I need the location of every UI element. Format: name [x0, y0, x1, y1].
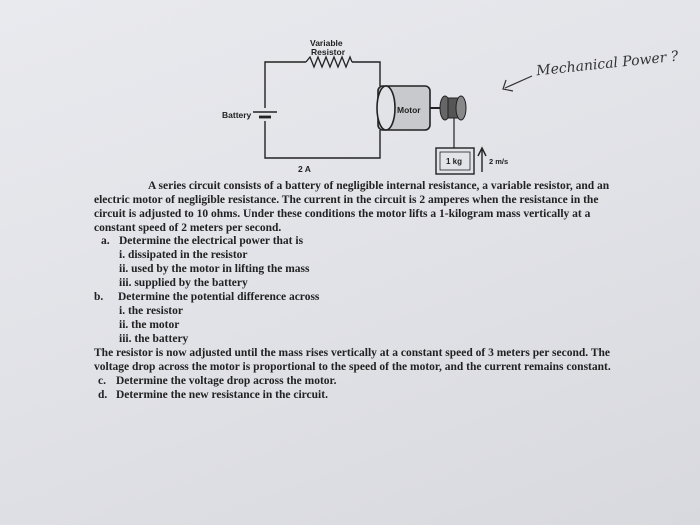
mass-label: 1 kg — [446, 157, 462, 166]
part-a-text: Determine the electrical power that is — [119, 235, 304, 247]
part-a-item-2: ii. used by the motor in lifting the mas… — [119, 263, 310, 275]
battery-label: Battery — [222, 110, 252, 120]
part-a: a. Determine the electrical power that is — [101, 235, 303, 249]
velocity-arrow — [477, 146, 487, 172]
part-b-marker: b. — [94, 291, 104, 303]
part-b-item-1: i. the resistor — [119, 305, 183, 317]
battery-symbol — [253, 111, 277, 119]
part-a-marker: a. — [101, 235, 110, 247]
note-arrow — [502, 75, 533, 92]
motor-symbol — [376, 85, 467, 148]
part-b: b. Determine the potential difference acr… — [94, 291, 319, 305]
part-d-text: Determine the new resistance in the circ… — [116, 389, 328, 401]
part-c-marker: c. — [98, 375, 106, 387]
part-d: d. Determine the new resistance in the ci… — [98, 389, 328, 403]
circuit-wires — [264, 61, 381, 159]
current-label: 2 A — [298, 164, 311, 174]
part-a-item-1: i. dissipated in the resistor — [119, 249, 248, 261]
intro-line-4: constant speed of 2 meters per second. — [94, 222, 282, 234]
followup-line-1: The resistor is now adjusted until the m… — [94, 347, 610, 359]
part-b-item-3: iii. the battery — [119, 333, 189, 345]
part-c-text: Determine the voltage drop across the mo… — [116, 375, 337, 387]
motor-label: Motor — [397, 105, 421, 115]
followup-line-2: voltage drop across the motor is proport… — [94, 361, 611, 373]
mass-block — [435, 147, 475, 175]
part-b-text: Determine the potential difference acros… — [118, 291, 320, 303]
variable-resistor-label: Variable — [310, 38, 343, 48]
intro-line-2: electric motor of negligible resistance.… — [94, 194, 599, 206]
intro-line-1: A series circuit consists of a battery o… — [148, 180, 610, 192]
variable-resistor-label-2: Resistor — [311, 47, 346, 57]
circuit-diagram: Variable Resistor Battery Motor 2 A 1 kg… — [222, 38, 533, 175]
part-d-marker: d. — [98, 389, 108, 401]
part-a-item-3: iii. supplied by the battery — [119, 277, 248, 289]
variable-resistor-symbol — [305, 55, 353, 69]
speed-label: 2 m/s — [489, 157, 508, 166]
intro-line-3: circuit is adjusted to 10 ohms. Under th… — [94, 208, 591, 220]
part-c: c. Determine the voltage drop across the … — [98, 375, 336, 389]
part-b-item-2: ii. the motor — [119, 319, 180, 331]
